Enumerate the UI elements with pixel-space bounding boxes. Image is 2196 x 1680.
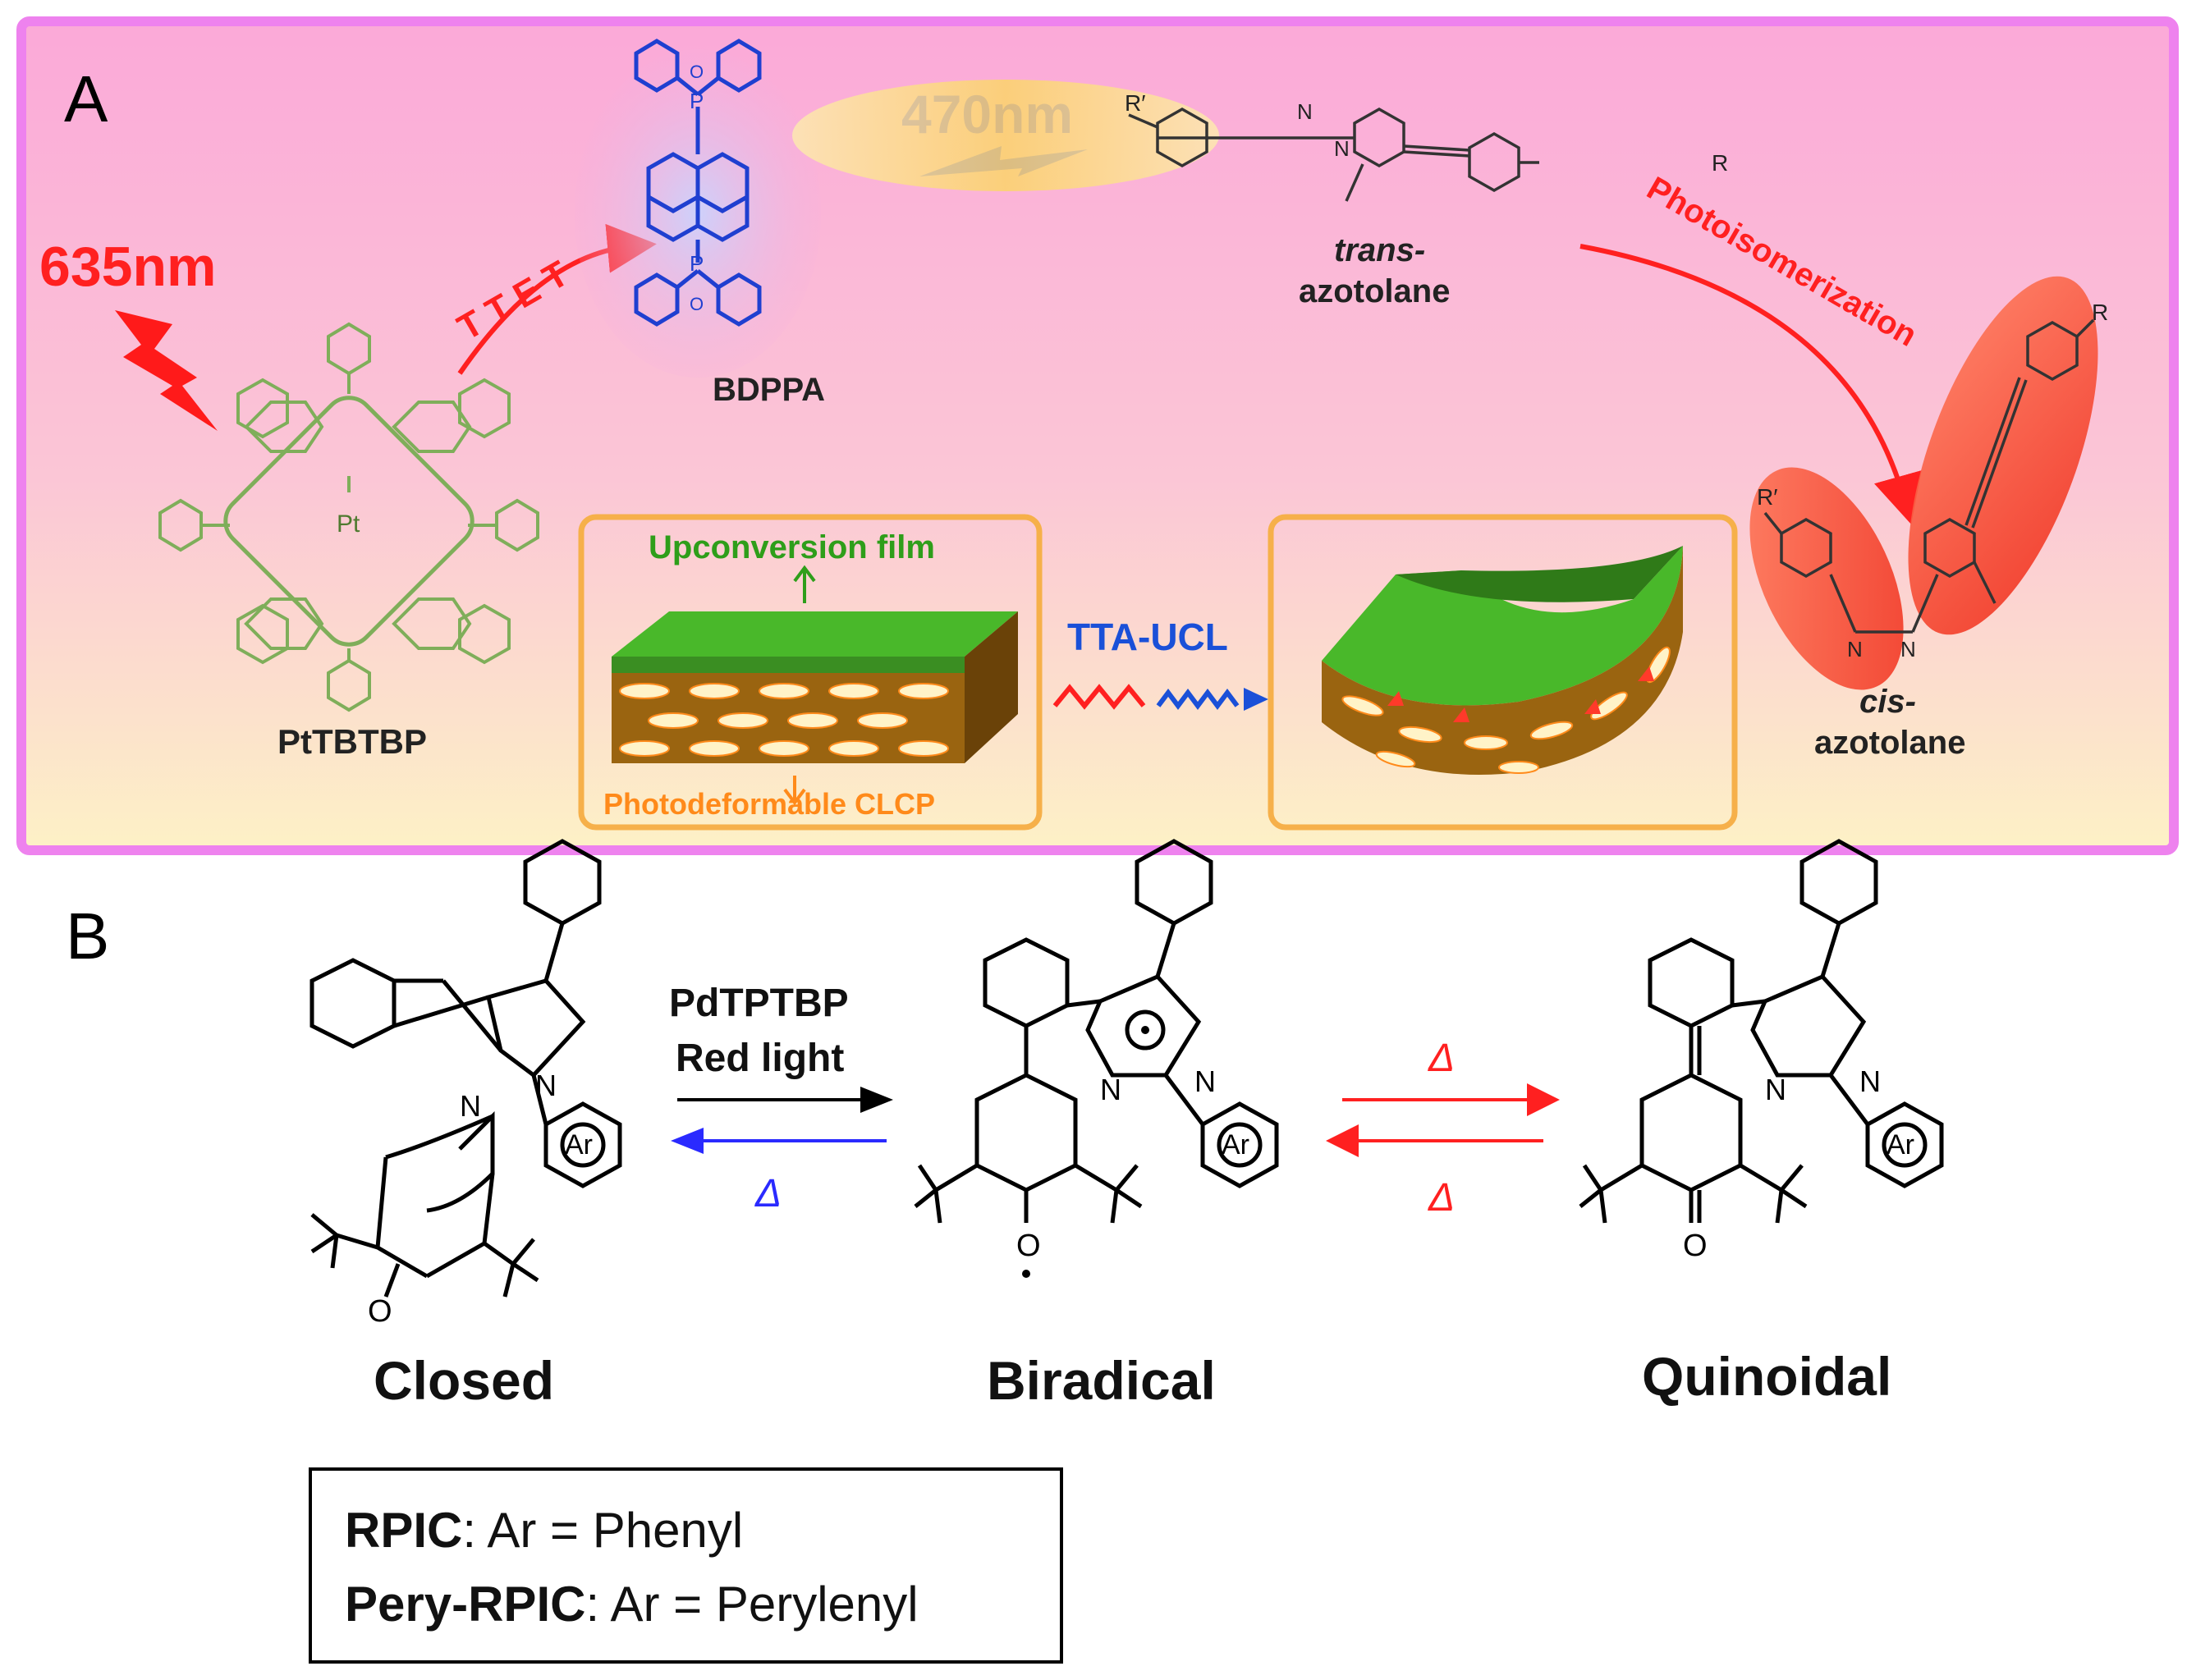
quinoidal-o-atom: O [1683, 1229, 1708, 1263]
p-atom-top: P [690, 89, 704, 113]
up-arrow-icon [793, 565, 816, 603]
cis-n-atom-2: N [1900, 637, 1916, 661]
cis-n-atom-1: N [1847, 637, 1863, 661]
closed-o-atom: O [368, 1294, 392, 1329]
biradical-n-atom-2: N [1100, 1073, 1121, 1106]
trans-name-label: azotolane [1299, 273, 1450, 309]
legend-rpic: RPIC [345, 1503, 462, 1558]
bdppa-label: BDPPA [713, 372, 825, 408]
legend-box [309, 1467, 1063, 1664]
cis-r-prime: R′ [1757, 484, 1777, 510]
upconversion-film-label: Upconversion film [649, 529, 935, 565]
trans-azotolane-highlight [792, 80, 1219, 191]
photoisomerization-arrow [1579, 244, 1922, 524]
panel-a-label: A [64, 62, 108, 135]
biradical-label: Biradical [987, 1350, 1216, 1411]
legend-pery-rpic: Pery-RPIC [345, 1577, 585, 1632]
biradical-radical-dot [1141, 1026, 1149, 1034]
delta-red-top: Δ [1428, 1037, 1455, 1080]
o-atom-bottom: O [690, 294, 704, 314]
bent-mesogens [1341, 646, 1671, 774]
biradical-o-dot [1022, 1270, 1030, 1278]
pttbtbp-label: PtTBTBP [277, 722, 427, 761]
closed-n-atom-2: N [460, 1089, 481, 1123]
panel-b-label: B [66, 900, 109, 973]
biradical-o-atom: O [1016, 1229, 1041, 1263]
down-arrow-icon [783, 776, 806, 806]
quinoidal-n-atom-1: N [1859, 1064, 1881, 1098]
bent-film-green [1322, 546, 1683, 706]
red-lightning-icon [115, 310, 218, 431]
quinoidal-structure [1579, 839, 1944, 1224]
legend-line-1: RPIC: Ar = Phenyl [345, 1503, 743, 1558]
p-atom-bottom: P [690, 251, 704, 276]
tta-ucl-wave-red [1052, 684, 1146, 710]
tta-ucl-label: TTA-UCL [1067, 616, 1228, 658]
clcp-mesogens [619, 683, 949, 757]
red-light-label: Red light [676, 1037, 844, 1080]
cis-prefix-label: cis- [1859, 684, 1916, 720]
film-frame-bent [1268, 514, 1738, 831]
tta-ucl-wave-blue [1156, 689, 1240, 710]
biradical-n-atom-1: N [1194, 1064, 1216, 1098]
trans-n-atom-1: N [1297, 99, 1313, 124]
trans-prefix-label: trans- [1334, 232, 1425, 268]
bent-cis-mesogens [1387, 666, 1654, 722]
bent-film-inner [1396, 546, 1683, 602]
cis-right-highlight [1908, 276, 2098, 635]
trans-r-group: R [1712, 150, 1728, 176]
upconversion-layer-side [612, 657, 965, 673]
quinoidal-ar-label: Ar [1887, 1129, 1914, 1160]
upconversion-layer-top [612, 611, 1018, 657]
legend-line-2: Pery-RPIC: Ar = Perylenyl [345, 1577, 919, 1632]
wavelength-red-label: 635nm [39, 236, 216, 298]
o-atom-top: O [690, 62, 704, 82]
cis-left-highlight [1749, 467, 1904, 690]
quinoidal-n-atom-2: N [1765, 1073, 1786, 1106]
photodeformable-label: Photodeformable CLCP [603, 787, 935, 821]
cis-name-label: azotolane [1814, 725, 1965, 761]
closed-label: Closed [374, 1350, 554, 1411]
trans-n-atom-2: N [1334, 136, 1350, 161]
delta-red-bottom: Δ [1428, 1176, 1455, 1220]
trans-azotolane-molecule [1128, 107, 1539, 202]
closed-structure [309, 839, 622, 1298]
cis-r-group: R [2092, 300, 2108, 325]
film-frame-flat [578, 514, 1043, 831]
pttbtbp-molecule [158, 322, 539, 712]
biradical-ar-label: Ar [1222, 1129, 1249, 1160]
trans-r-prime: R′ [1125, 90, 1145, 116]
pt-atom-label: Pt [337, 510, 360, 538]
legend-rpic-text: : Ar = Phenyl [462, 1503, 743, 1558]
clcp-layer-side-right [965, 611, 1018, 763]
closed-n-atom-1: N [535, 1069, 557, 1102]
biradical-structure [914, 839, 1279, 1224]
closed-ar-label: Ar [565, 1129, 593, 1160]
delta-blue-label: Δ [754, 1172, 782, 1215]
tta-ucl-arrowhead [1244, 688, 1268, 711]
cis-azotolane-molecule [1763, 318, 2095, 634]
legend-pery-rpic-text: : Ar = Perylenyl [585, 1577, 918, 1632]
quinoidal-label: Quinoidal [1642, 1346, 1891, 1407]
catalyst-label: PdTPTBP [669, 982, 849, 1025]
bdppa-molecule [634, 39, 762, 327]
